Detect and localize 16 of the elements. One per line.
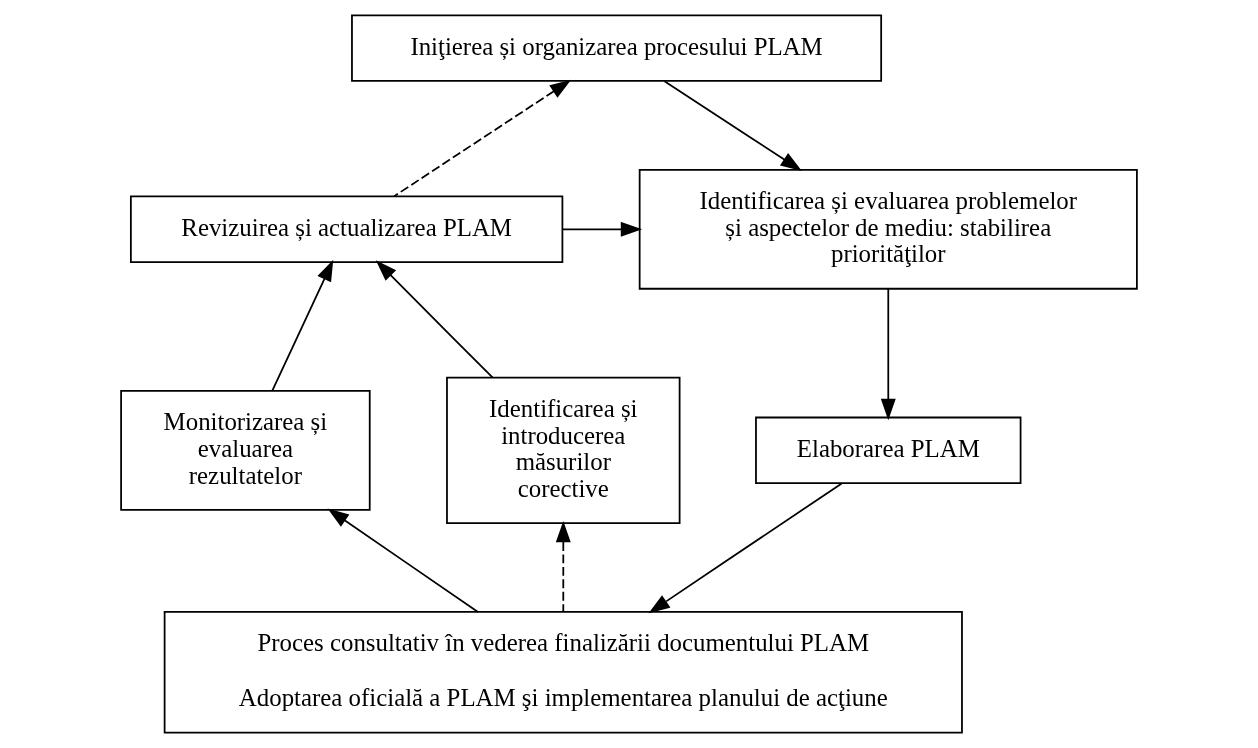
arrow <box>648 482 843 614</box>
arrow <box>561 221 643 237</box>
arrow <box>393 79 572 198</box>
node-box: Proces consultativ în vederea finalizării documentului PLAM Adoptarea oficială a PLAM şi implementarea planului de acţiune <box>163 611 963 734</box>
node-box: Elaborarea PLAM <box>755 416 1022 485</box>
arrow <box>327 508 479 613</box>
arrow <box>375 260 494 379</box>
node-box: Iniţierea și organizarea procesului PLAM <box>351 14 883 82</box>
node-box: Revizuirea și actualizarea PLAM <box>130 195 564 263</box>
node-box: Identificarea și introducerea măsurilor corective <box>446 376 681 525</box>
arrow <box>880 287 896 421</box>
arrow <box>663 80 802 172</box>
node-box: Identificarea și evaluarea problemelor și aspectelor de mediu: stabilirea priorităţilor <box>638 168 1138 290</box>
node-box: Monitorizarea și evaluarea rezultatelor <box>120 390 371 511</box>
arrow <box>271 259 334 392</box>
arrow <box>555 520 571 613</box>
